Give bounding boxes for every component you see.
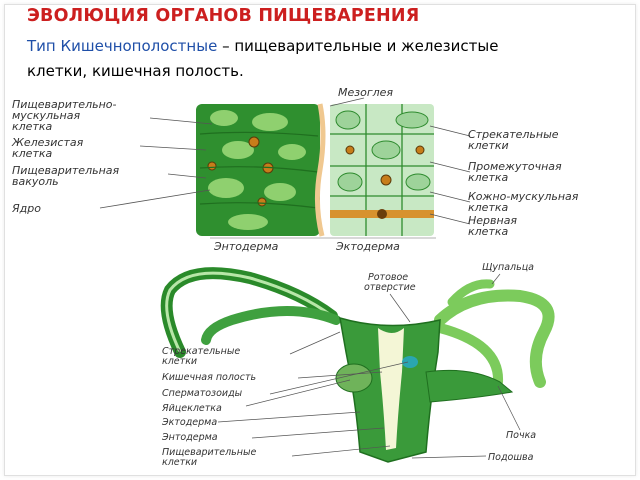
- subtitle-line-2: клетки, кишечная полость.: [27, 62, 244, 80]
- nerve-cell-body: [377, 209, 387, 219]
- cell-layers-diagram: Пищеварительно- мускульная клетка Желези…: [11, 86, 579, 253]
- label-hydra-digestive-1: Пищеварительные: [162, 447, 256, 458]
- tentacle-right-3: [447, 279, 495, 307]
- label-vacuole-1: Пищеварительная: [12, 164, 120, 177]
- label-tentacles: Щупальца: [482, 262, 534, 273]
- label-mouth-1: Ротовое: [368, 272, 408, 283]
- slide-title: ЭВОЛЮЦИЯ ОРГАНОВ ПИЩЕВАРЕНИЯ: [27, 6, 420, 26]
- hydra-label-leaders: [217, 273, 521, 459]
- label-digestive-muscle-1: Пищеварительно-: [12, 98, 117, 111]
- label-digestive-muscle-3: клетка: [12, 120, 52, 133]
- label-bud: Почка: [506, 430, 536, 441]
- label-skin-muscle-2: клетка: [468, 201, 508, 214]
- label-hydra-stinging-1: Стрекательные: [162, 346, 240, 357]
- tentacle-right: [434, 289, 555, 388]
- tentacle-left-cavity: [165, 271, 333, 353]
- mesoglea-layer: [314, 103, 326, 237]
- label-nucleus: Ядро: [11, 202, 41, 215]
- hydra-left-labels: Стрекательные клетки Кишечная полость Сп…: [161, 346, 256, 468]
- label-nerve-2: клетка: [468, 225, 508, 238]
- tentacle-right-2: [435, 323, 504, 387]
- label-sperm: Сперматозоиды: [162, 388, 243, 399]
- ectoderm-cells: [335, 110, 431, 192]
- ectoderm-nuclei: [345, 145, 425, 186]
- egg-cell: [335, 363, 373, 393]
- label-stinging-2: клетки: [468, 139, 509, 152]
- ectoderm-layer: [330, 104, 434, 236]
- cell-right-labels: Стрекательные клетки Промежуточная клетк…: [468, 128, 579, 238]
- label-endoderm: Энтодерма: [213, 240, 279, 253]
- label-ectoderm: Эктодерма: [335, 240, 400, 253]
- hydra-body: [160, 267, 555, 463]
- label-glandular-2: клетка: [12, 147, 52, 160]
- label-vacuole-2: вакуоль: [12, 175, 59, 188]
- label-digestive-muscle-2: мускульная: [12, 109, 80, 122]
- label-hydra-digestive-2: клетки: [162, 457, 197, 468]
- slide-frame: [4, 4, 636, 476]
- label-mouth-2: отверстие: [364, 282, 416, 293]
- endoderm-vacuoles: [208, 110, 306, 230]
- label-hydra-stinging-2: клетки: [162, 356, 197, 367]
- subtitle-line1-rest: – пищеварительные и железистые: [217, 37, 499, 55]
- endoderm-cell-borders: [199, 131, 319, 209]
- label-gastric-cavity: Кишечная полость: [162, 372, 256, 383]
- label-interstitial-1: Промежуточная: [468, 160, 562, 173]
- label-basal-disc: Подошва: [488, 452, 534, 463]
- label-hydra-endoderm: Энтодерма: [161, 432, 218, 443]
- tentacle-left-2: [201, 306, 341, 345]
- label-interstitial-2: клетка: [468, 171, 508, 184]
- subtitle-line-1: Тип Кишечнополостные – пищеварительные и…: [27, 34, 498, 59]
- label-mesoglea: Мезоглея: [338, 86, 393, 99]
- bud: [425, 369, 514, 403]
- label-hydra-ectoderm: Эктодерма: [161, 417, 217, 428]
- label-egg: Яйцеклетка: [161, 403, 222, 414]
- gastric-cavity: [378, 328, 404, 450]
- cell-label-leaders: [99, 97, 471, 225]
- testis: [402, 356, 418, 368]
- subtitle-type-label: Тип Кишечнополостные: [27, 37, 218, 55]
- hydra-diagram: Стрекательные клетки Кишечная полость Сп…: [160, 262, 555, 468]
- label-skin-muscle-1: Кожно-мускульная: [468, 190, 579, 203]
- label-glandular-1: Железистая: [11, 136, 84, 149]
- hydra-right-labels: Почка Подошва: [488, 430, 536, 463]
- hydra-top-labels: Ротовое отверстие Щупальца: [364, 262, 534, 293]
- cell-left-labels: Пищеварительно- мускульная клетка Желези…: [11, 98, 120, 215]
- label-stinging-1: Стрекательные: [468, 128, 559, 141]
- label-nerve-1: Нервная: [468, 214, 517, 227]
